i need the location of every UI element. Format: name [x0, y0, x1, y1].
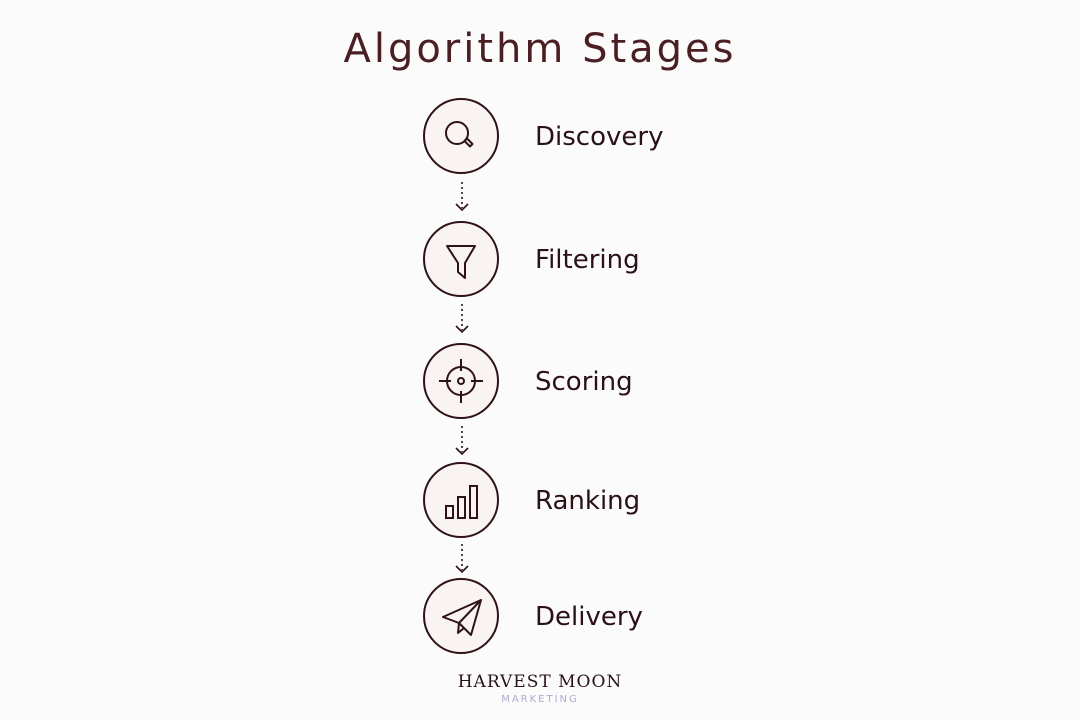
arrow-connector-1 — [455, 182, 469, 212]
bar-chart-icon — [445, 485, 478, 519]
ranking-stage-circle — [423, 462, 499, 538]
stage-label-ranking: Ranking — [535, 486, 641, 516]
stage-label-delivery: Delivery — [535, 602, 643, 632]
arrow-connector-2 — [455, 304, 469, 334]
stage-label-discovery: Discovery — [535, 122, 664, 152]
arrow-connector-3 — [455, 426, 469, 456]
diagram-title: Algorithm Stages — [343, 26, 737, 72]
arrow-connector-4 — [455, 544, 469, 574]
search-icon — [445, 121, 474, 148]
funnel-icon — [446, 245, 476, 279]
discovery-stage-circle — [423, 98, 499, 174]
filtering-stage-circle — [423, 221, 499, 297]
paper-plane-icon — [442, 599, 482, 636]
stage-label-filtering: Filtering — [535, 245, 640, 275]
stage-label-scoring: Scoring — [535, 367, 633, 397]
brand-logo-tagline: MARKETING — [501, 694, 579, 705]
delivery-stage-circle — [423, 578, 499, 654]
scoring-stage-circle — [423, 343, 499, 419]
target-icon — [439, 359, 483, 403]
brand-logo-name: HARVEST MOON — [457, 672, 623, 692]
